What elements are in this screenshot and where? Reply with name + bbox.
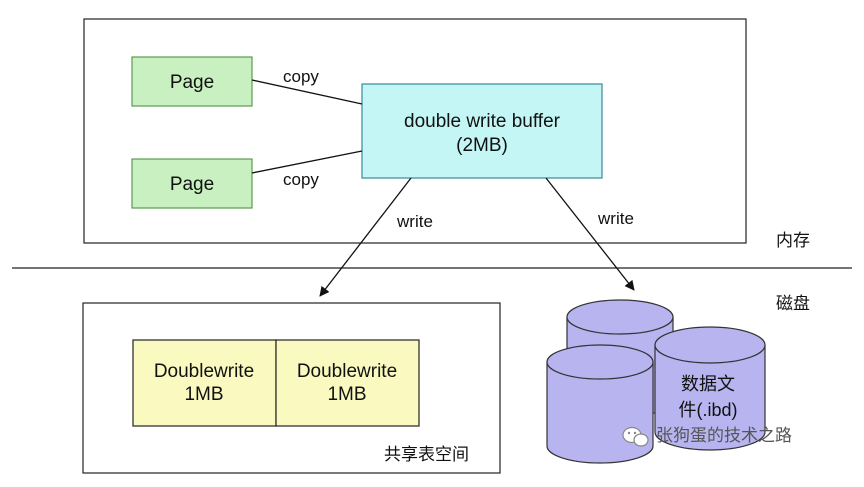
shared-tablespace-box (82, 302, 501, 474)
doublewrite-block-1 (132, 339, 277, 427)
doublewrite-block-1-size: 1MB (184, 384, 223, 405)
copy-connector-1 (251, 79, 363, 105)
data-file-label-line1: 数据文 (681, 374, 735, 394)
page-box-2-label: Page (170, 174, 214, 195)
double-write-buffer-box (361, 83, 603, 179)
doublewrite-block-2-label: Doublewrite (297, 361, 397, 382)
page-box-1 (131, 56, 253, 107)
watermark-text: 张狗蛋的技术之路 (656, 426, 792, 445)
copy-connector-2 (251, 150, 363, 174)
write-arrow-left (319, 177, 412, 297)
doublewrite-block-1-label: Doublewrite (154, 361, 254, 382)
wechat-icon (622, 426, 649, 447)
double-write-buffer-size: (2MB) (456, 135, 508, 156)
page-box-2 (131, 158, 253, 209)
memory-region-label: 内存 (776, 231, 810, 250)
memory-region-box (83, 18, 747, 244)
write-label-right: write (597, 209, 634, 228)
double-write-buffer-label: double write buffer (404, 111, 561, 132)
write-label-left: write (396, 212, 433, 231)
data-file-cylinder-front (654, 326, 766, 451)
doublewrite-block-2 (275, 339, 420, 427)
shared-tablespace-label: 共享表空间 (384, 445, 469, 464)
disk-region-label: 磁盘 (776, 294, 810, 313)
copy-label-2: copy (283, 170, 319, 189)
page-box-1-label: Page (170, 72, 214, 93)
copy-label-1: copy (283, 67, 319, 86)
write-arrow-right (545, 177, 635, 291)
data-file-label-line2: 件(.ibd) (678, 400, 737, 420)
doublewrite-block-2-size: 1MB (327, 384, 366, 405)
